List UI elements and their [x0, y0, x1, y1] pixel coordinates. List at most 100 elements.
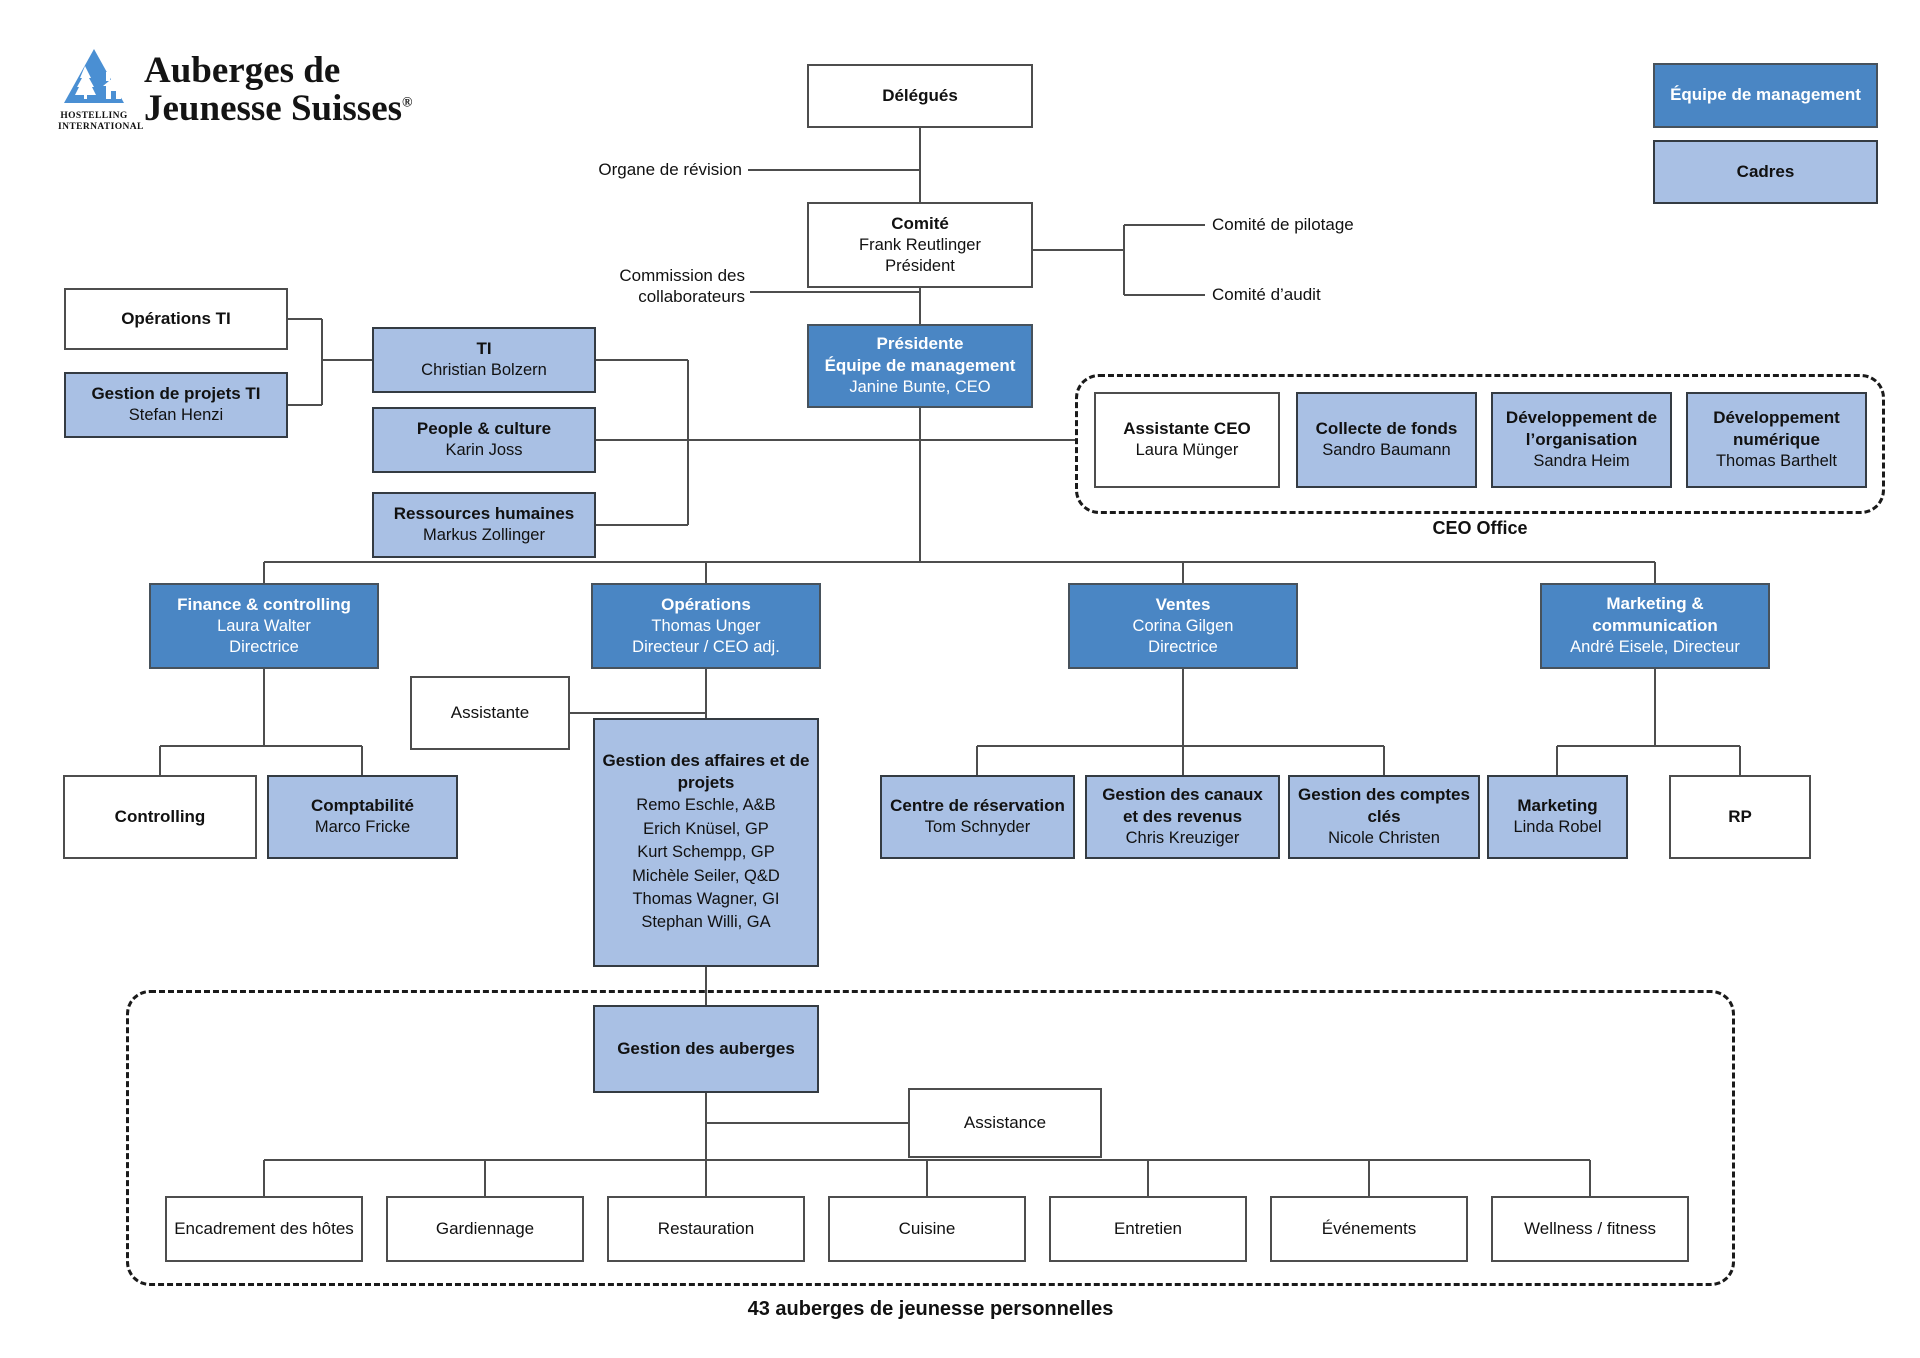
label-commission-collaborateurs: Commission des collaborateurs [619, 266, 745, 306]
node-role: Directrice [229, 638, 299, 657]
node-developpement-organisation: Développement de l’organisation Sandra H… [1491, 392, 1672, 488]
connector [596, 359, 688, 361]
node-finance-controlling: Finance & controlling Laura Walter Direc… [149, 583, 379, 669]
node-gestion-canaux-revenus: Gestion des canaux et des revenus Chris … [1085, 775, 1280, 859]
node-title: Présidente [876, 334, 964, 354]
node-delegues: Délégués [807, 64, 1033, 128]
node-title: Développement de l’organisation [1505, 408, 1658, 450]
node-title: Comptabilité [311, 796, 414, 816]
connector [1383, 746, 1385, 775]
node-ressources-humaines: Ressources humaines Markus Zollinger [372, 492, 596, 558]
connector [1123, 225, 1125, 295]
legend-cadres: Cadres [1653, 140, 1878, 204]
connector [288, 404, 322, 406]
node-assistante: Assistante [410, 676, 570, 750]
connector [1124, 224, 1205, 226]
node-title: Collecte de fonds [1315, 419, 1458, 439]
node-title: Ressources humaines [393, 504, 575, 524]
node-centre-reservation: Centre de réservation Tom Schnyder [880, 775, 1075, 859]
connector [1557, 745, 1740, 747]
legend-equipe-management: Équipe de management [1653, 63, 1878, 128]
node-title: Assistante CEO [1123, 419, 1251, 439]
node-title: People & culture [416, 419, 552, 439]
connector [1654, 562, 1656, 583]
connector [1654, 669, 1656, 746]
hostels-caption: 43 auberges de jeunesse personnelles [747, 1298, 1114, 1320]
connector [705, 562, 707, 583]
node-marketing: Marketing Linda Robel [1487, 775, 1628, 859]
connector [1368, 1160, 1370, 1196]
connector [926, 1160, 928, 1196]
node-title: Gestion de projets TI [91, 384, 261, 404]
connector [919, 408, 921, 562]
node-person: Corina Gilgen [1132, 616, 1234, 635]
connector [919, 288, 921, 324]
node-operations: Opérations Thomas Unger Directeur / CEO … [591, 583, 821, 669]
connector [160, 745, 362, 747]
node-person: Stefan Henzi [128, 406, 224, 425]
node-role: Président [885, 257, 955, 276]
connector [1182, 669, 1184, 775]
node-title: RP [1728, 806, 1752, 826]
member: Michèle Seiler, Q&D [632, 866, 780, 885]
node-person: Chris Kreuziger [1125, 829, 1240, 848]
node-gestion-affaires-projets: Gestion des affaires et de projets Remo … [593, 718, 819, 967]
connector [484, 1160, 486, 1196]
node-role: Directeur / CEO adj. [632, 638, 780, 657]
node-person: Marco Fricke [314, 818, 411, 837]
connector [321, 319, 323, 405]
label-comite-pilotage: Comité de pilotage [1212, 215, 1354, 234]
node-person: Nicole Christen [1328, 829, 1440, 848]
node-person: André Eisele, Directeur [1570, 638, 1740, 657]
node-title: Comité [891, 213, 949, 233]
connector [596, 439, 688, 441]
node-title: Gestion des comptes clés [1298, 785, 1470, 827]
node-assistante-ceo: Assistante CEO Laura Münger [1094, 392, 1280, 488]
node-person: Thomas Barthelt [1715, 452, 1838, 471]
node-person: Markus Zollinger [423, 526, 545, 545]
connector [687, 360, 689, 525]
node-title: Gardiennage [435, 1218, 535, 1238]
member: Remo Eschle, A&B [636, 796, 776, 815]
node-title: Finance & controlling [177, 594, 351, 614]
node-restauration: Restauration [607, 1196, 805, 1262]
connector [705, 669, 707, 718]
node-person: Sandro Baumann [1322, 441, 1451, 460]
node-gestion-comptes-cles: Gestion des comptes clés Nicole Christen [1288, 775, 1480, 859]
node-title: Restauration [657, 1218, 755, 1238]
label-ceo-office: CEO Office [1432, 518, 1528, 538]
node-rp: RP [1669, 775, 1811, 859]
connector [263, 562, 265, 583]
node-person: Linda Robel [1513, 818, 1602, 837]
connector [322, 359, 372, 361]
node-title: Opérations TI [121, 308, 231, 328]
connector [919, 128, 921, 202]
connector [705, 1093, 707, 1160]
member: Erich Knüsel, GP [643, 819, 769, 838]
node-title: Encadrement des hôtes [174, 1218, 354, 1238]
node-collecte-fonds: Collecte de fonds Sandro Baumann [1296, 392, 1477, 488]
node-person: Laura Münger [1135, 441, 1239, 460]
logo: HOSTELLING INTERNATIONAL Auberges de Jeu… [58, 48, 413, 133]
node-entretien: Entretien [1049, 1196, 1247, 1262]
connector [288, 318, 322, 320]
node-title: Wellness / fitness [1524, 1218, 1656, 1238]
node-title: Cuisine [898, 1218, 956, 1238]
ceo-office-outline [1075, 374, 1885, 514]
connector [1589, 1160, 1591, 1196]
node-title: Assistance [963, 1112, 1047, 1132]
legend-management-label: Équipe de management [1670, 85, 1861, 105]
node-operations-ti: Opérations TI [64, 288, 288, 350]
node-title: Entretien [1113, 1218, 1183, 1238]
node-evenements: Événements [1270, 1196, 1468, 1262]
node-ventes: Ventes Corina Gilgen Directrice [1068, 583, 1298, 669]
connector [1739, 746, 1741, 775]
legend-cadres-label: Cadres [1736, 161, 1795, 181]
hostelling-label: HOSTELLING INTERNATIONAL [58, 111, 144, 132]
node-gestion-projets-ti: Gestion de projets TI Stefan Henzi [64, 372, 288, 438]
connector [1147, 1160, 1149, 1196]
node-person: Janine Bunte, CEO [849, 378, 991, 397]
node-assistance: Assistance [908, 1088, 1102, 1158]
node-person: Tom Schnyder [924, 818, 1031, 837]
